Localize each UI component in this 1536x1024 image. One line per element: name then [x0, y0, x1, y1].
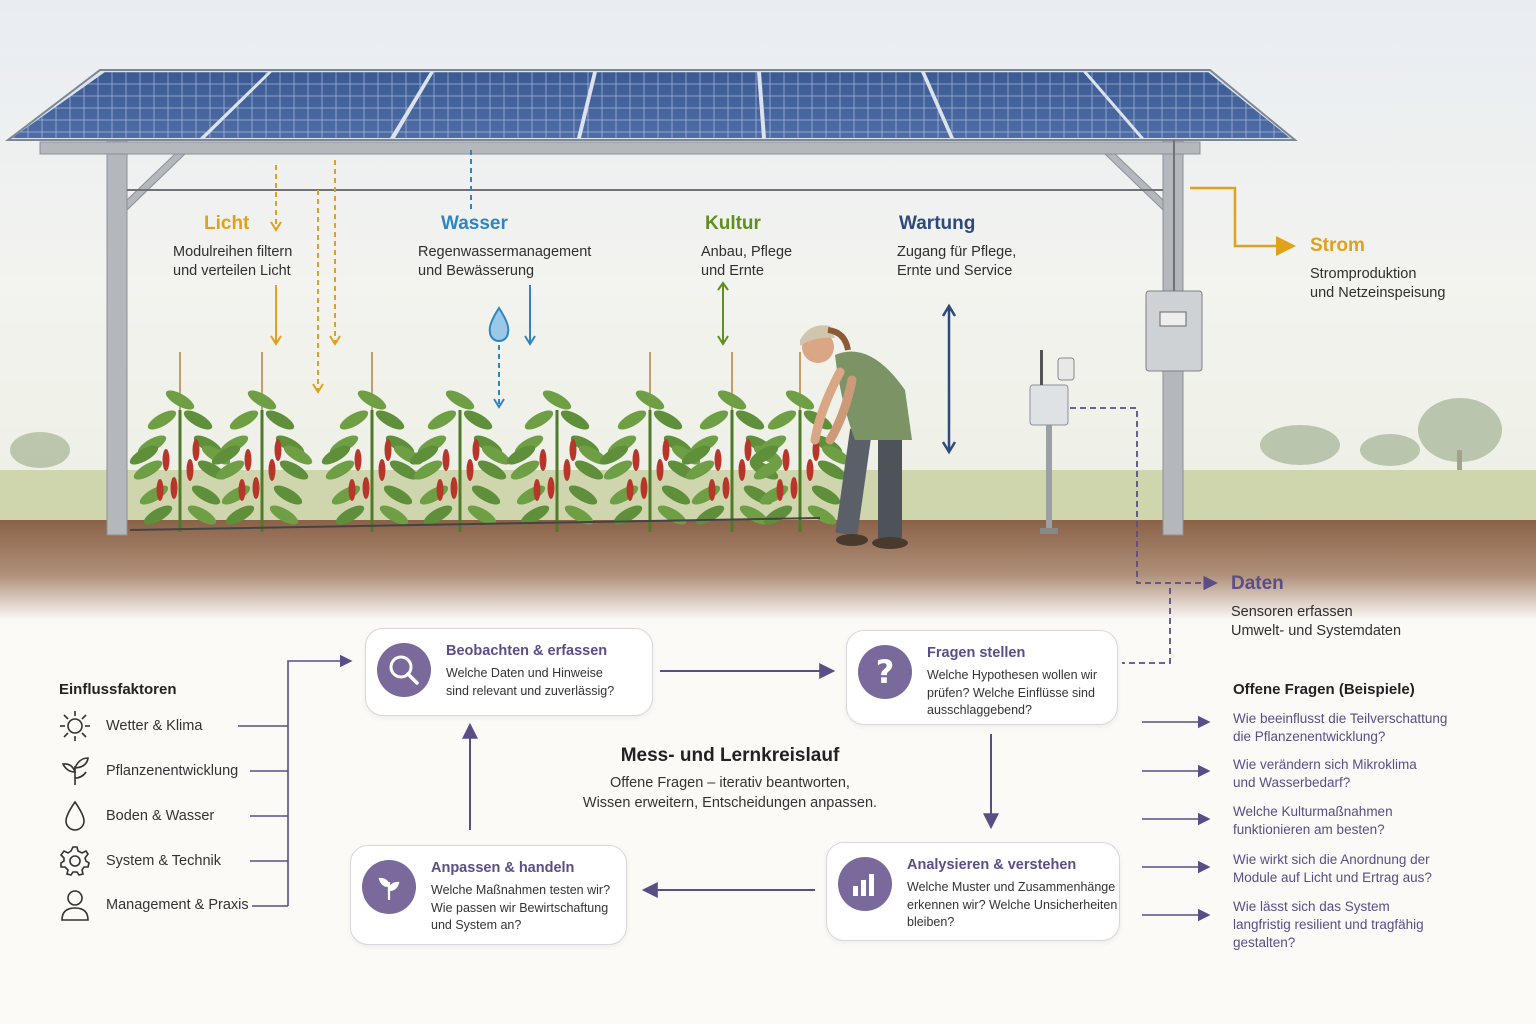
label-wartung-desc: Zugang für Pflege, Ernte und Service [897, 244, 1017, 279]
power-arrow [1190, 186, 1296, 256]
factor-management: Management & Praxis [58, 888, 249, 922]
open-question: Wie wirkt sich die Anordnung der Module … [1233, 852, 1432, 885]
open-question: Welche Kulturmaßnahmen funktionieren am … [1233, 804, 1393, 837]
culture-arrow [717, 281, 729, 346]
label-kultur-desc: Anbau, Pflege und Ernte [701, 244, 793, 279]
open-question: Wie verändern sich Mikroklima und Wasser… [1233, 757, 1417, 790]
open-question: Wie lässt sich das System langfristig re… [1233, 899, 1424, 950]
factor-plants-label: Pflanzenentwicklung [106, 763, 239, 779]
label-wasser: Wasser Regenwassermanagement und Bewässe… [418, 213, 591, 281]
pepper-plant [211, 352, 313, 532]
factor-soil-water: Boden & Wasser [58, 799, 214, 833]
cycle-step-adapt-title: Anpassen & handeln [431, 860, 575, 876]
cycle-step-questions-desc: Welche Hypothesen wollen wir prüfen? Wel… [927, 668, 1097, 717]
soil [0, 520, 1536, 620]
factor-weather: Wetter & Klima [58, 709, 202, 743]
cycle-step-questions-title: Fragen stellen [927, 645, 1026, 661]
drop-icon [65, 800, 85, 831]
mounting-structure [39, 139, 1201, 536]
label-strom-title: Strom [1310, 235, 1365, 256]
pepper-plant [506, 390, 608, 532]
cycle-step-observe-desc: Welche Daten und Hinweise sind relevant … [446, 666, 615, 698]
plant-icon [362, 860, 416, 914]
data-to-questions-connector [1122, 588, 1171, 664]
question-icon: ? [858, 645, 912, 699]
solar-panels [5, 69, 1298, 141]
distant-trees [10, 398, 1502, 490]
cycle-step-analyze-desc: Welche Muster und Zusammenhänge erkennen… [907, 880, 1118, 929]
label-licht: Licht Modulreihen filtern und verteilen … [173, 213, 292, 281]
label-licht-desc: Modulreihen filtern und verteilen Licht [173, 244, 293, 279]
open-question: Wie beeinflusst die Teilverschattung die… [1233, 711, 1448, 744]
factor-system-label: System & Technik [106, 853, 221, 869]
cycle-step-analyze-title: Analysieren & verstehen [907, 857, 1077, 873]
factor-plants: Pflanzenentwicklung [58, 754, 238, 788]
pepper-plants [129, 352, 851, 532]
einflussfaktoren-title: Einflussfaktoren [59, 681, 177, 698]
farm-worker [800, 325, 912, 549]
factor-system: System & Technik [58, 844, 221, 878]
label-daten: Daten Sensoren erfassen Umwelt- und Syst… [1231, 573, 1401, 641]
pepper-plant [749, 352, 851, 532]
water-arrows [470, 150, 536, 409]
bar-chart-icon [838, 857, 892, 911]
sensor-station [1029, 350, 1075, 534]
label-daten-title: Daten [1231, 573, 1284, 594]
label-kultur-title: Kultur [705, 213, 761, 234]
inverter-box [1145, 140, 1203, 372]
cycle-step-questions: ? Fragen stellen Welche Hypothesen wolle… [846, 630, 1118, 725]
label-wasser-desc: Regenwassermanagement und Bewässerung [418, 244, 592, 279]
seedling-icon [61, 757, 89, 785]
pepper-plant [409, 390, 511, 532]
gear-icon [59, 846, 90, 876]
cycle-arrows [462, 663, 999, 898]
data-connector [1070, 407, 1218, 591]
factor-soil-water-label: Boden & Wasser [106, 808, 215, 824]
cycle-step-adapt-desc: Welche Maßnahmen testen wir? Wie passen … [431, 883, 611, 932]
label-wartung-title: Wartung [899, 213, 976, 234]
label-daten-desc: Sensoren erfassen Umwelt- und Systemdate… [1231, 604, 1402, 639]
question-arrows [1142, 715, 1211, 922]
light-arrows [270, 160, 341, 394]
influence-connectors [238, 654, 353, 907]
sun-icon [60, 711, 90, 741]
cycle-subtitle: Offene Fragen – iterativ beantworten, Wi… [582, 775, 878, 811]
factor-management-label: Management & Praxis [106, 897, 249, 913]
cycle-step-observe-title: Beobachten & erfassen [446, 643, 608, 659]
person-icon [61, 890, 89, 921]
maintenance-arrow [941, 303, 957, 455]
label-kultur: Kultur Anbau, Pflege und Ernte [701, 213, 792, 281]
label-wartung: Wartung Zugang für Pflege, Ernte und Ser… [897, 213, 1016, 281]
factor-weather-label: Wetter & Klima [106, 718, 203, 734]
cycle-step-adapt: Anpassen & handeln Welche Maßnahmen test… [350, 845, 627, 945]
label-licht-title: Licht [204, 213, 250, 234]
pepper-plant [321, 352, 423, 532]
label-strom: Strom Stromproduktion und Netzeinspeisun… [1310, 235, 1445, 303]
cycle-title: Mess- und Lernkreislauf [620, 745, 840, 766]
cycle-step-observe: Beobachten & erfassen Welche Daten und H… [365, 628, 653, 716]
label-wasser-title: Wasser [441, 213, 508, 234]
label-strom-desc: Stromproduktion und Netzeinspeisung [1310, 266, 1446, 301]
drip-irrigation-line [129, 517, 821, 531]
search-icon [377, 643, 431, 697]
offene-fragen-title: Offene Fragen (Beispiele) [1233, 681, 1415, 698]
cycle-step-analyze: Analysieren & verstehen Welche Muster un… [826, 842, 1120, 941]
